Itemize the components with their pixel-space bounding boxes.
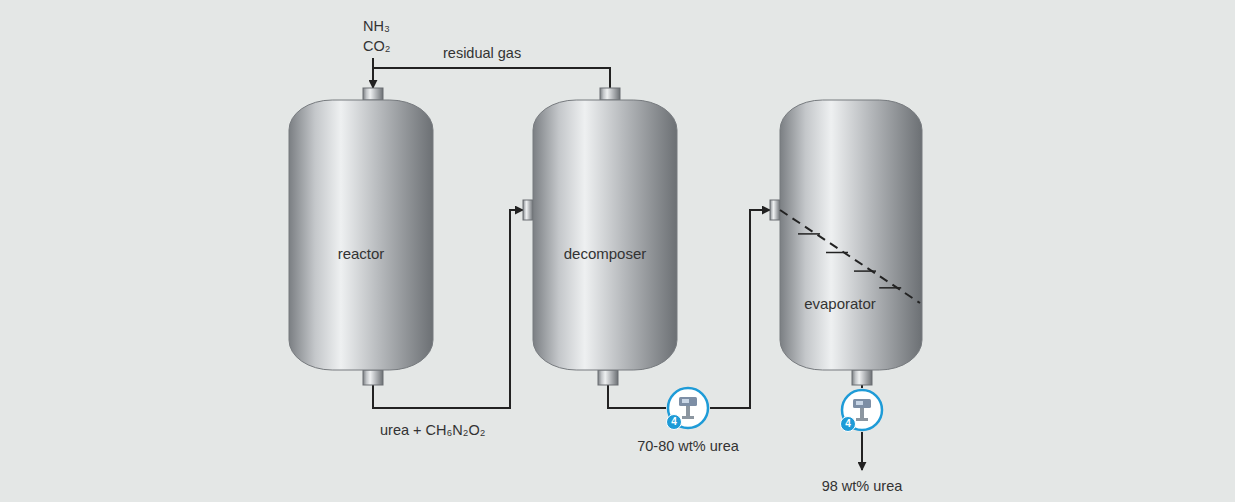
decomposer-vessel: decomposer [523, 88, 677, 385]
nozzle [363, 370, 383, 385]
callout-badge [841, 417, 856, 432]
sensor-stem [860, 408, 864, 419]
vessel-body [780, 100, 922, 370]
vessel-body [533, 100, 677, 370]
sensor-circle [842, 390, 882, 430]
vessel-label: decomposer [564, 245, 647, 262]
vessel-shape [289, 88, 433, 385]
sensor-circle [668, 388, 708, 428]
vessel-shape [523, 88, 677, 385]
tray-line [854, 270, 876, 272]
vessel-body [289, 100, 433, 370]
vessel-label: reactor [338, 245, 385, 262]
sensor-stem [686, 406, 690, 417]
sensor-head [853, 399, 871, 408]
tray-line [798, 233, 820, 235]
nozzle [600, 88, 620, 100]
callout-badge [667, 415, 682, 430]
stream-label: residual gas [443, 45, 521, 61]
sensor-display [682, 399, 689, 403]
product-outlet-arrow [861, 432, 863, 470]
sensor-instrument: 4 [666, 386, 710, 430]
chemical-label: CO₂ [363, 38, 390, 54]
vessel-label: evaporator [804, 295, 876, 312]
process-line [373, 68, 610, 88]
vessel-shape [770, 88, 922, 385]
evaporator-vessel: evaporator [770, 88, 922, 385]
stream-label: urea + CH₆N₂O₂ [380, 422, 485, 438]
dashed-baffle [780, 210, 920, 303]
concentration-label: 70-80 wt% urea [637, 438, 739, 454]
nozzle [523, 200, 533, 220]
callout-number: 4 [841, 417, 855, 431]
process-line [710, 210, 770, 408]
feed-line [372, 58, 374, 68]
sensor-display [856, 401, 863, 405]
sensor-flange [856, 418, 868, 421]
chemical-label: NH₃ [363, 18, 390, 34]
nozzle [363, 88, 383, 100]
callout-number: 4 [667, 415, 681, 429]
sensor-instrument: 4 [840, 388, 884, 432]
reactor-vessel: reactor [289, 88, 433, 385]
concentration-label: 98 wt% urea [822, 478, 903, 494]
nozzle [770, 200, 780, 220]
tray-line [879, 287, 901, 289]
nozzle [852, 370, 872, 385]
sensor-head [679, 397, 697, 406]
sensor-flange [682, 416, 694, 419]
process-line [608, 385, 666, 408]
nozzle [598, 370, 618, 385]
tray-line [826, 252, 848, 254]
